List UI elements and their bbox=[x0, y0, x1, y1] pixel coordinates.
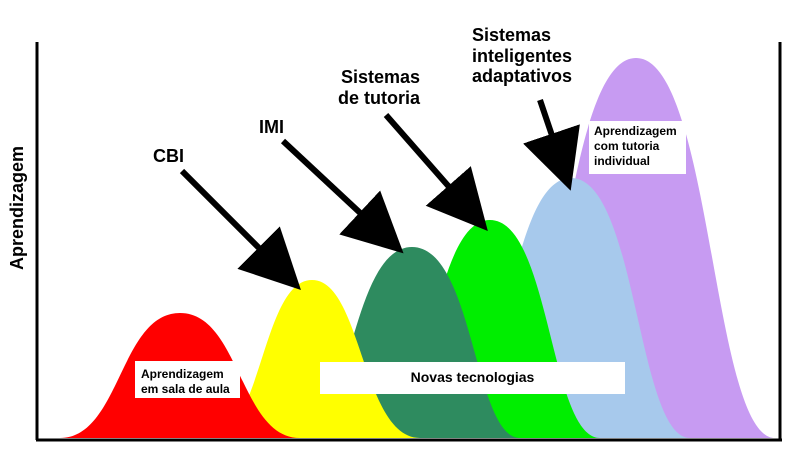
box-new-technologies-text: Novas tecnologias bbox=[410, 369, 535, 386]
arrow-tutoria bbox=[383, 113, 488, 232]
arrow-cbi bbox=[179, 168, 301, 290]
y-axis-label: Aprendizagem bbox=[7, 145, 27, 270]
label-adaptive-line1: Sistemas bbox=[472, 25, 552, 45]
box-classroom: Aprendizagem em sala de aula bbox=[135, 361, 240, 398]
curve-cbi bbox=[210, 280, 420, 438]
box-classroom-line1: Aprendizagem bbox=[141, 367, 224, 381]
label-tutoring-line1: Sistemas bbox=[340, 67, 421, 87]
arrow-adaptativos bbox=[523, 99, 580, 191]
box-individual-line2: com tutoria bbox=[594, 139, 660, 153]
label-tutoring-line2: de tutoria bbox=[338, 87, 421, 108]
label-adaptive-line3: adaptativos bbox=[472, 66, 573, 87]
box-individual-line3: individual bbox=[594, 154, 651, 168]
label-imi: IMI bbox=[259, 117, 284, 137]
label-adaptive-systems: Sistemas inteligentes adaptativos bbox=[472, 25, 572, 87]
box-individual-tutoring: Aprendizagem com tutoria individual bbox=[589, 121, 686, 174]
label-tutoring-systems: Sistemas de tutoria bbox=[338, 67, 420, 108]
box-new-technologies: Novas tecnologias bbox=[320, 362, 625, 394]
box-individual-line1: Aprendizagem bbox=[594, 124, 677, 138]
box-classroom-line2: em sala de aula bbox=[141, 382, 230, 396]
label-adaptive-line2: inteligentes bbox=[472, 45, 573, 66]
arrow-imi bbox=[280, 138, 404, 254]
label-cbi: CBI bbox=[153, 146, 184, 166]
